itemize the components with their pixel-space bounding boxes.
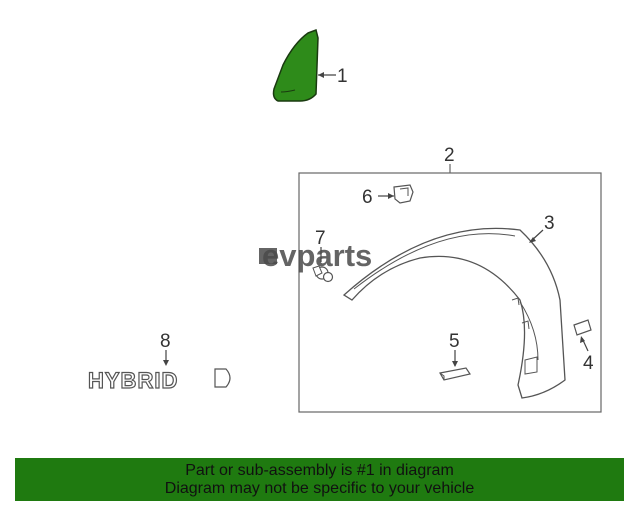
- banner-line-2: Diagram may not be specific to your vehi…: [164, 480, 475, 497]
- callout-5: 5: [449, 331, 460, 352]
- callout-7: 7: [315, 228, 326, 249]
- callout-8: 8: [160, 331, 171, 352]
- part-6-clip[interactable]: [393, 184, 414, 204]
- watermark-mark-icon: [259, 248, 277, 264]
- part-5-tape[interactable]: [439, 367, 471, 381]
- leader-4: [580, 336, 589, 352]
- callout-1: 1: [337, 66, 348, 87]
- part-7-push-clip[interactable]: [312, 265, 334, 283]
- leader-3: [529, 229, 544, 243]
- banner-line-1: Part or sub-assembly is #1 in diagram: [185, 462, 454, 479]
- part-1-garnish[interactable]: [272, 29, 319, 102]
- callout-6: 6: [362, 187, 373, 208]
- watermark-text: evparts: [262, 238, 372, 273]
- hybrid-emblem-text: HYBRID: [88, 368, 178, 393]
- part-4-pad[interactable]: [573, 319, 592, 336]
- watermark-logo: evparts: [259, 238, 372, 273]
- callout-4: 4: [583, 353, 594, 374]
- leader-5: [452, 350, 458, 367]
- leader-8: [163, 350, 169, 366]
- leader-1: [318, 72, 336, 78]
- callout-2: 2: [444, 145, 455, 166]
- part-3-fender-flare[interactable]: [342, 227, 566, 399]
- part-8-hybrid-emblem[interactable]: HYBRID: [87, 367, 231, 394]
- info-banner: Part or sub-assembly is #1 in diagram Di…: [15, 458, 624, 501]
- callout-3: 3: [544, 213, 555, 234]
- leader-6: [378, 193, 394, 199]
